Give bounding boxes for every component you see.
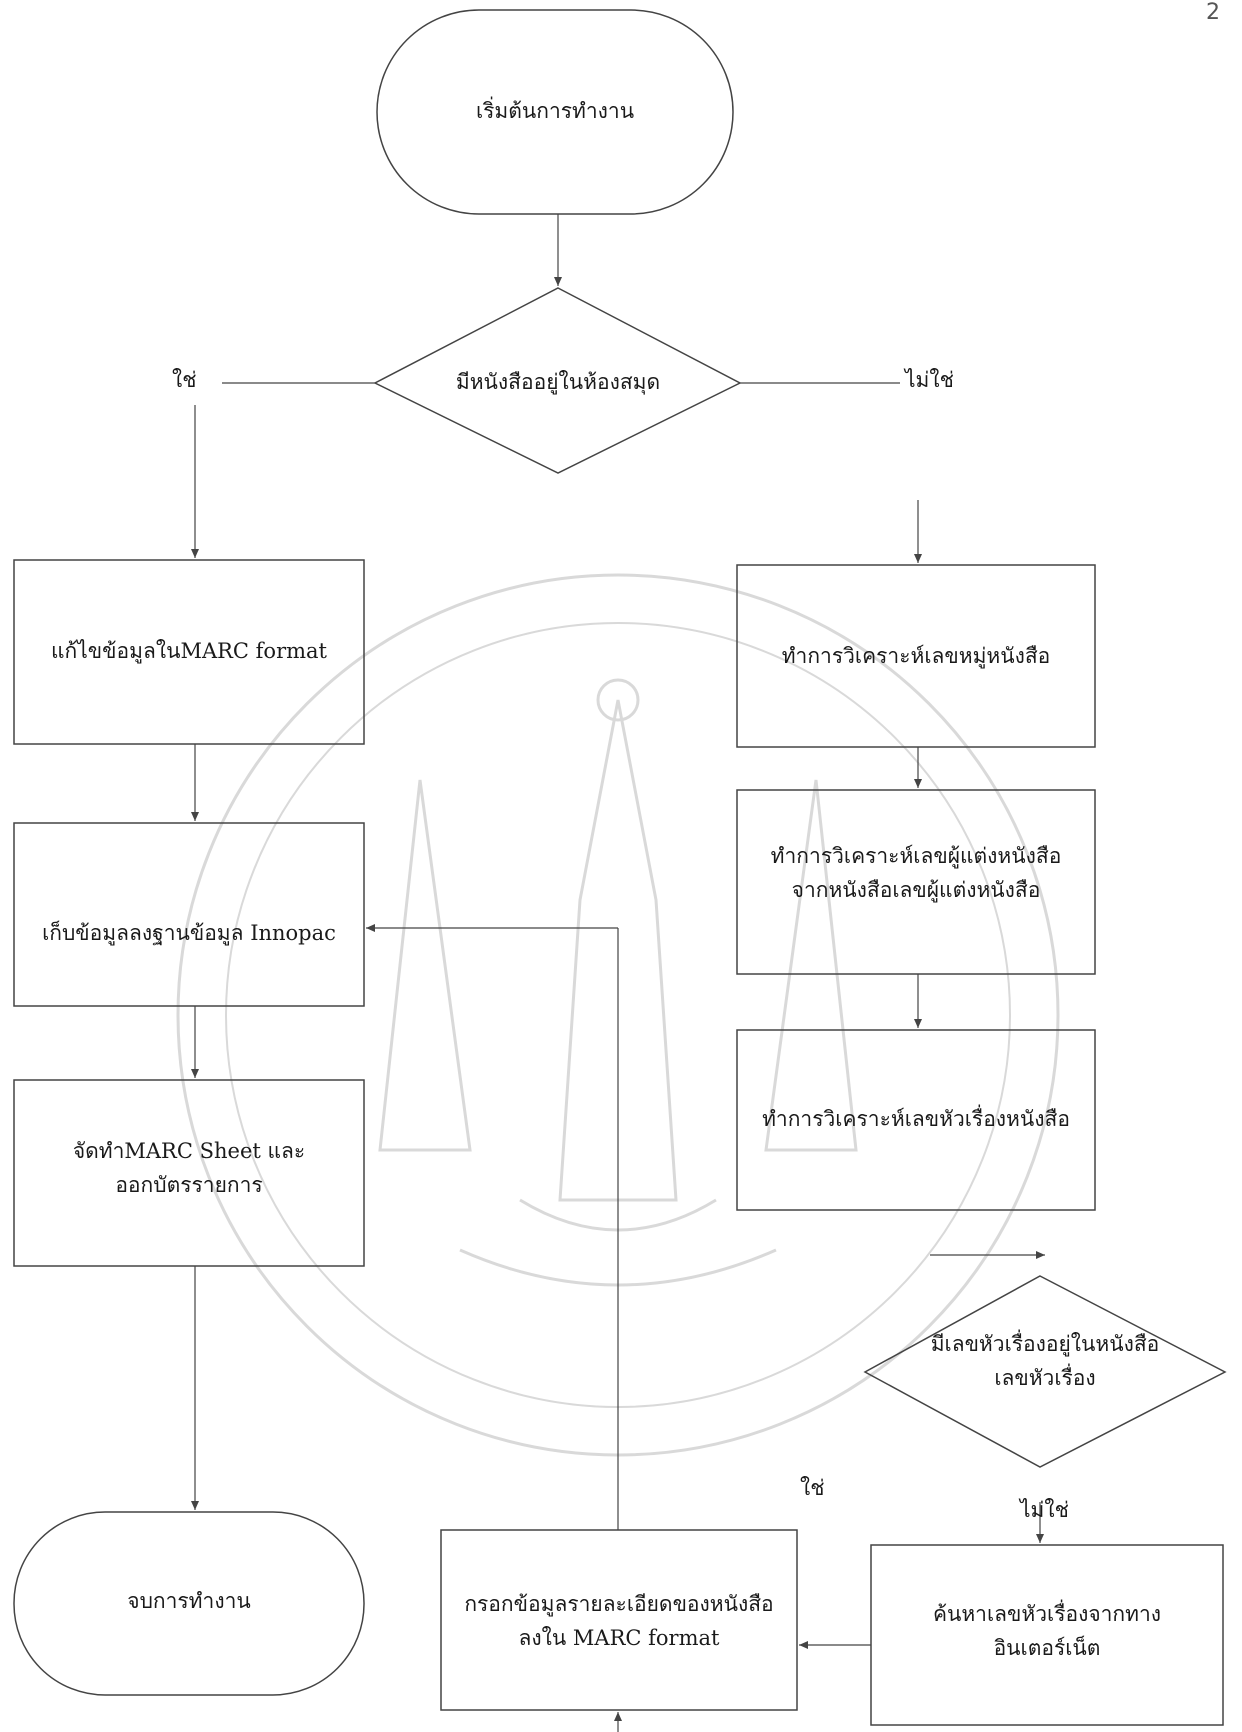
decision-subject-label: มีเลขหัวเรื่องอยู่ในหนังสือ เลขหัวเรื่อง xyxy=(865,1328,1225,1395)
edit-marc-label: แก้ไขข้อมูลในMARC format xyxy=(50,639,327,663)
page-number: 2 xyxy=(1206,0,1220,25)
start-terminal xyxy=(376,9,734,215)
analyze-author-line-2: จากหนังสือเลขผู้แต่งหนังสือ xyxy=(791,877,1041,902)
fill-details-line-1: กรอกข้อมูลรายละเอียดของหนังสือ xyxy=(464,1592,774,1616)
end-terminal xyxy=(13,1511,365,1696)
search-internet-line-2: อินเตอร์เน็ต xyxy=(993,1635,1101,1660)
decision-book-diamond xyxy=(373,287,742,474)
make-sheet-label: จัดทำMARC Sheet และ ออกบัตรรายการ xyxy=(14,1135,364,1202)
decision-book-label: มีหนังสืออยู่ในห้องสมุด xyxy=(455,370,661,394)
save-innopac-box xyxy=(13,822,365,1007)
end-label: จบการทำงาน xyxy=(127,1589,251,1613)
no-label-2: ไม่ใช่ xyxy=(1020,1498,1069,1522)
edit-marc-box xyxy=(13,559,365,745)
decision-subject-line-1: มีเลขหัวเรื่องอยู่ในหนังสือ xyxy=(930,1332,1160,1356)
fill-details-label: กรอกข้อมูลรายละเอียดของหนังสือ ลงใน MARC… xyxy=(441,1588,797,1655)
decision-subject-line-2: เลขหัวเรื่อง xyxy=(994,1365,1096,1390)
analyze-author-box xyxy=(736,789,1096,975)
analyze-author-line-1: ทำการวิเคราะห์เลขผู้แต่งหนังสือ xyxy=(770,844,1062,868)
analyze-class-box xyxy=(736,564,1096,748)
save-innopac-label: เก็บข้อมูลลงฐานข้อมูล Innopac xyxy=(42,921,336,945)
search-internet-line-1: ค้นหาเลขหัวเรื่องจากทาง xyxy=(932,1602,1162,1626)
analyze-class-label: ทำการวิเคราะห์เลขหมู่หนังสือ xyxy=(781,644,1051,668)
make-sheet-line-2: ออกบัตรรายการ xyxy=(115,1172,263,1197)
search-internet-label: ค้นหาเลขหัวเรื่องจากทาง อินเตอร์เน็ต xyxy=(871,1598,1223,1665)
yes-label-1: ใช่ xyxy=(172,368,197,392)
analyze-author-label: ทำการวิเคราะห์เลขผู้แต่งหนังสือ จากหนังส… xyxy=(737,840,1095,907)
fill-details-box xyxy=(440,1529,798,1711)
yes-label-2: ใช่ xyxy=(800,1476,825,1500)
make-sheet-line-1: จัดทำMARC Sheet และ xyxy=(72,1139,306,1163)
no-label-1: ไม่ใช่ xyxy=(905,368,954,392)
analyze-subject-label: ทำการวิเคราะห์เลขหัวเรื่องหนังสือ xyxy=(762,1107,1070,1131)
search-internet-box xyxy=(870,1544,1224,1726)
make-sheet-box xyxy=(13,1079,365,1267)
decision-subject-diamond xyxy=(863,1275,1227,1468)
start-label: เริ่มต้นการทำงาน xyxy=(475,99,635,123)
analyze-subject-box xyxy=(736,1029,1096,1211)
fill-details-line-2: ลงใน MARC format xyxy=(518,1625,720,1650)
